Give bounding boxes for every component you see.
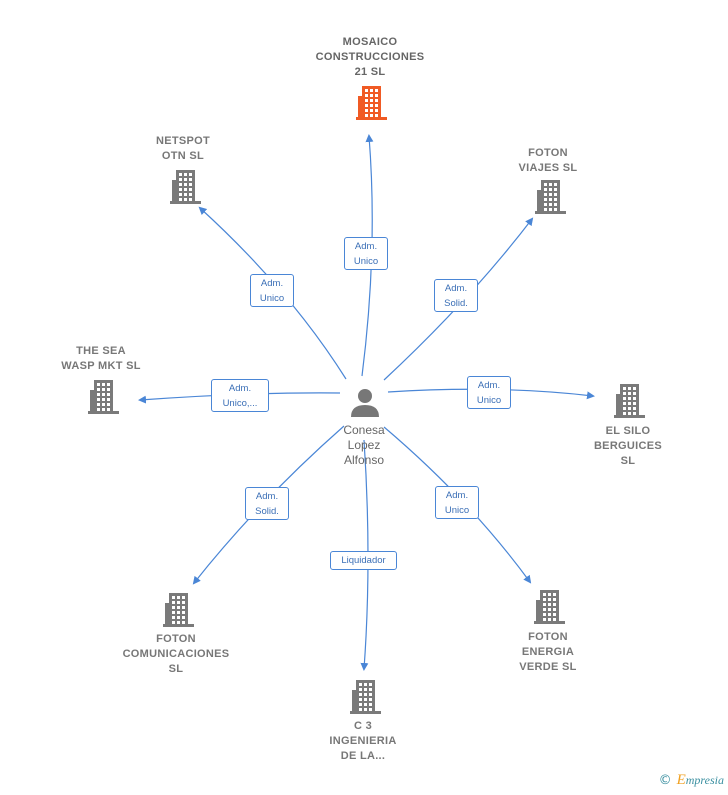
person-label: Conesa Lopez Alfonso: [343, 423, 385, 467]
company-label-the-sea[interactable]: THE SEA WASP MKT SL: [61, 345, 141, 372]
company-label-c3[interactable]: C 3 INGENIERIA DE LA...: [329, 720, 397, 762]
brand-text: mpresia: [685, 773, 724, 787]
company-label-netspot[interactable]: NETSPOT OTN SL: [155, 135, 211, 162]
empresia-logo[interactable]: © Empresia: [659, 772, 724, 789]
company-label-foton-comunicaciones[interactable]: FOTON COMUNICACIONES SL: [122, 633, 230, 675]
role-badge-foton-comunicaciones[interactable]: Adm. Solid.: [245, 487, 289, 520]
building-icon-foton-comunicaciones[interactable]: [163, 593, 194, 627]
role-badge-mosaico[interactable]: Adm. Unico: [344, 237, 388, 270]
building-icon-mosaico[interactable]: [356, 86, 387, 120]
company-label-mosaico[interactable]: MOSAICO CONSTRUCCIONES 21 SL: [315, 36, 425, 78]
role-badge-the-sea[interactable]: Adm. Unico,...: [211, 379, 269, 412]
building-icon-foton-viajes[interactable]: [535, 180, 566, 214]
role-badge-c3[interactable]: Liquidador: [330, 551, 397, 570]
company-label-el-silo[interactable]: EL SILO BERGUICES SL: [593, 425, 663, 467]
role-badge-foton-viajes[interactable]: Adm. Solid.: [434, 279, 478, 312]
building-icon-el-silo[interactable]: [614, 384, 645, 418]
building-icon-foton-energia[interactable]: [534, 590, 565, 624]
brand-initial: E: [676, 772, 686, 788]
copyright-icon: ©: [658, 773, 672, 788]
role-badge-el-silo[interactable]: Adm. Unico: [467, 376, 511, 409]
building-icon-netspot[interactable]: [170, 170, 201, 204]
role-badge-foton-energia[interactable]: Adm. Unico: [435, 486, 479, 519]
role-badge-netspot[interactable]: Adm. Unico: [250, 274, 294, 307]
person-icon[interactable]: [351, 389, 379, 417]
building-icon-the-sea[interactable]: [88, 380, 119, 414]
building-icon-c3[interactable]: [350, 680, 381, 714]
company-label-foton-viajes[interactable]: FOTON VIAJES SL: [518, 147, 578, 174]
company-label-foton-energia[interactable]: FOTON ENERGIA VERDE SL: [519, 631, 577, 673]
